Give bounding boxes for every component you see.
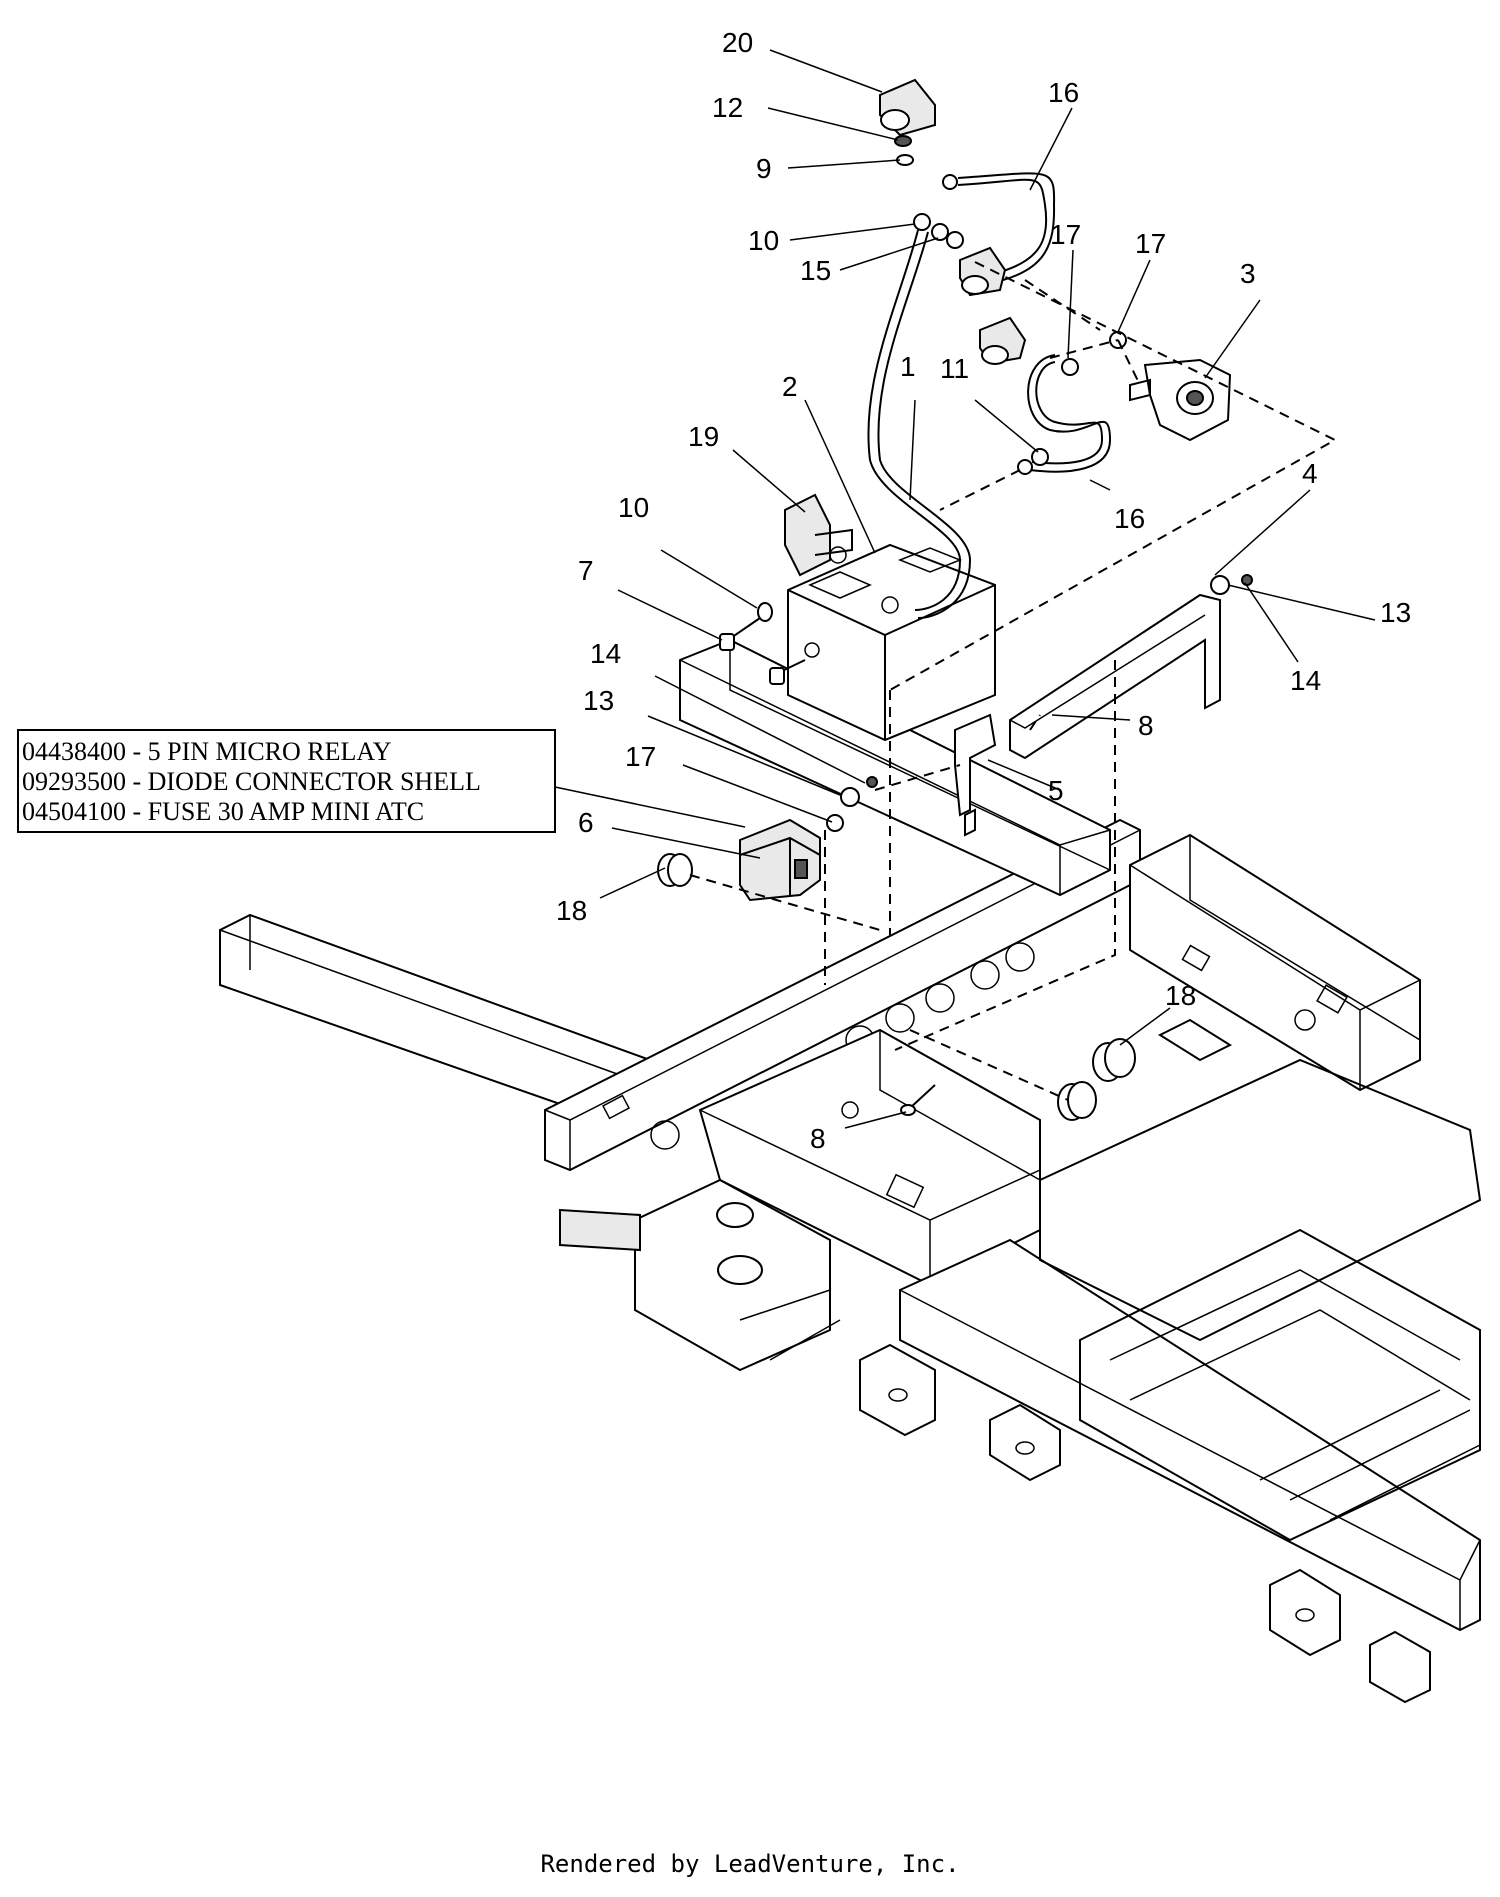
part-notes-box: 04438400 - 5 PIN MICRO RELAY 09293500 - … (17, 729, 556, 833)
callout-2: 2 (782, 371, 798, 402)
footer-credit: Rendered by LeadVenture, Inc. (540, 1850, 960, 1878)
note-line-1: 04438400 - 5 PIN MICRO RELAY (22, 737, 392, 766)
callout-18: 18 (1165, 980, 1196, 1011)
mower-frame (219, 638, 1482, 1704)
callout-7: 7 (578, 555, 594, 586)
callout-6: 6 (578, 807, 594, 838)
washer (757, 602, 773, 622)
callout-3: 3 (1240, 258, 1256, 289)
leader-lines (554, 49, 1376, 1129)
callout-10: 10 (618, 492, 649, 523)
grommets (657, 853, 1136, 1121)
battery-cables (867, 172, 1112, 619)
callout-12: 12 (712, 92, 743, 123)
callout-13: 13 (1380, 597, 1411, 628)
callout-1: 1 (900, 351, 916, 382)
callout-16: 16 (1048, 77, 1079, 108)
callout-16: 16 (1114, 503, 1145, 534)
callout-10: 10 (748, 225, 779, 256)
battery-bracket (1009, 593, 1221, 760)
callout-17: 17 (625, 741, 656, 772)
callout-18: 18 (556, 895, 587, 926)
callout-19: 19 (688, 421, 719, 452)
callout-8: 8 (810, 1123, 826, 1154)
terminal-boot (784, 493, 853, 577)
starter-solenoid (1129, 358, 1232, 442)
assembly-lines (689, 261, 1338, 1101)
callout-17: 17 (1135, 228, 1166, 259)
note-line-3: 04504100 - FUSE 30 AMP MINI ATC (22, 797, 424, 826)
support-bracket (954, 713, 997, 837)
callout-9: 9 (756, 153, 772, 184)
callout-13: 13 (583, 685, 614, 716)
callout-15: 15 (800, 255, 831, 286)
callout-14: 14 (1290, 665, 1321, 696)
callout-17: 17 (1050, 219, 1081, 250)
callout-14: 14 (590, 638, 621, 669)
callout-5: 5 (1048, 775, 1064, 806)
bolt (719, 617, 806, 685)
relay (739, 818, 821, 902)
terminal-covers (879, 78, 1027, 365)
callout-4: 4 (1302, 458, 1318, 489)
callout-11: 11 (940, 353, 969, 384)
note-line-2: 09293500 - DIODE CONNECTOR SHELL (22, 767, 481, 796)
callouts: 20 12 9 16 10 15 17 17 3 2 1 11 19 16 4 … (556, 27, 1411, 1154)
callout-8: 8 (1138, 710, 1154, 741)
callout-20: 20 (722, 27, 753, 58)
